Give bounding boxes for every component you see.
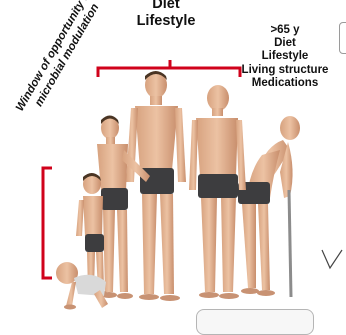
adult-figure (126, 71, 186, 301)
older-label-line-5: Medications (230, 77, 340, 90)
older-adult-factors-label: >65 y Diet Lifestyle Living structure Me… (230, 24, 340, 90)
elderly-figure (238, 116, 300, 297)
middle-aged-figure (189, 85, 246, 299)
partial-caption-box (196, 309, 314, 335)
older-label-line-3: Lifestyle (230, 50, 340, 63)
window-bracket (43, 168, 52, 278)
top-label-line-1: Diet (118, 0, 214, 13)
top-label-line-2: Lifestyle (118, 13, 214, 30)
diet-lifestyle-label: Diet Lifestyle (118, 0, 214, 29)
older-label-line-2: Diet (230, 37, 340, 50)
older-label-line-1: >65 y (230, 24, 340, 37)
partial-panel-box (339, 22, 346, 54)
divider-line (322, 250, 342, 268)
older-label-line-4: Living structure (230, 64, 340, 77)
top-bracket (98, 60, 240, 77)
